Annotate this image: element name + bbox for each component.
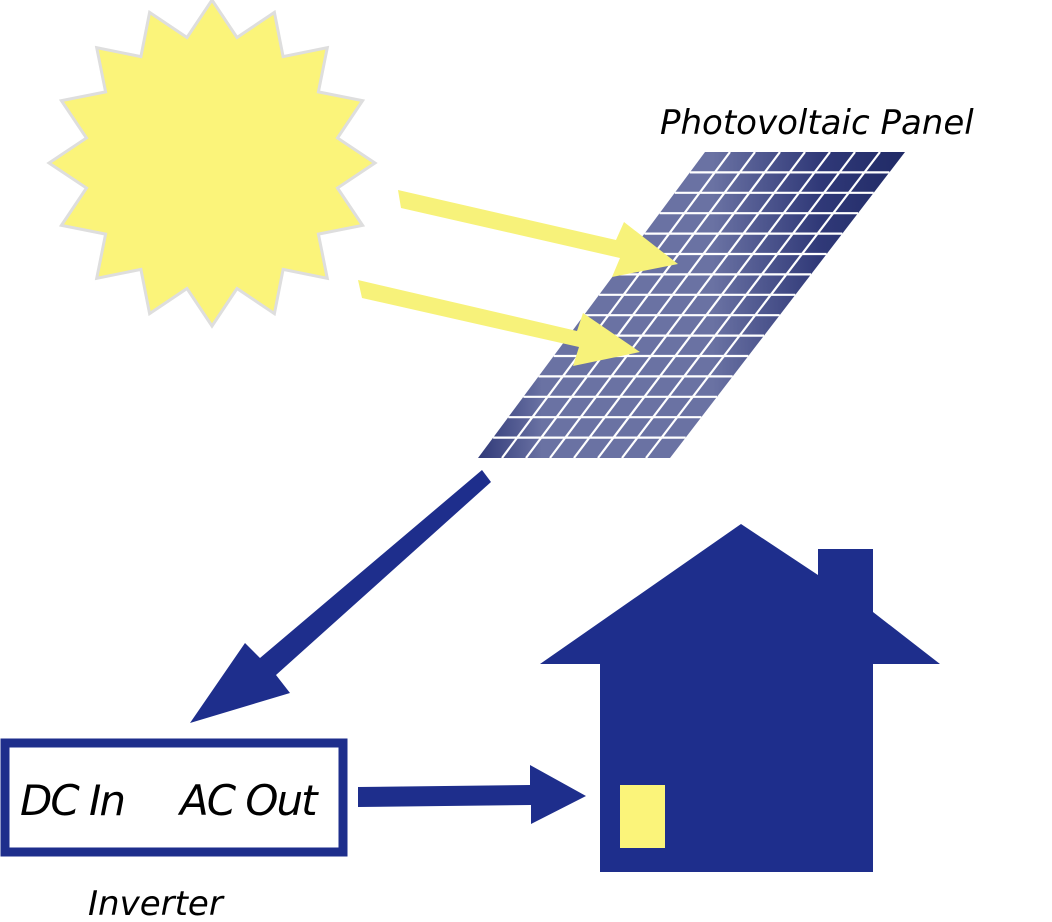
ac-out-label: AC Out [177,776,319,825]
dc-in-label: DC In [20,776,124,825]
sunlight-arrow-upper [398,190,678,277]
dc-power-arrow [190,470,491,723]
ac-power-arrow [358,765,586,824]
inverter-box: DC In AC Out [5,743,343,852]
inverter-label: Inverter [88,884,225,922]
house-icon [540,524,940,872]
sun-icon [49,0,375,326]
panel-label: Photovoltaic Panel [660,103,974,143]
solar-panel-icon [478,152,905,458]
solar-panel-surface [478,152,905,458]
house-window [620,785,665,848]
house-body [540,524,940,872]
